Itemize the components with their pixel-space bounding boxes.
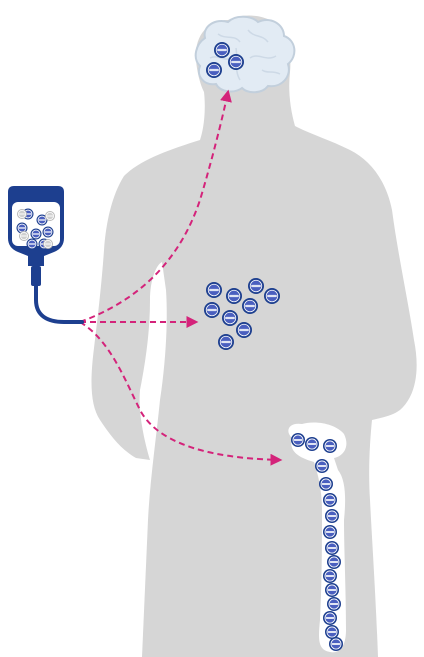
- nanoparticle-icon: [323, 611, 337, 625]
- nanoparticle-icon: [222, 310, 238, 326]
- particle-band: [209, 289, 219, 291]
- particle-band: [221, 341, 231, 343]
- nanoparticle-icon: [43, 227, 54, 238]
- particle-band: [318, 465, 326, 467]
- particle-band: [45, 243, 51, 244]
- silhouette-body: [92, 16, 417, 657]
- nanoparticle-icon: [228, 54, 244, 70]
- nanoparticle-icon: [327, 597, 341, 611]
- nanoparticle-icon: [325, 583, 339, 597]
- particle-band: [330, 561, 338, 563]
- particle-band: [231, 61, 241, 63]
- nanoparticle-icon: [323, 525, 337, 539]
- particle-band: [217, 49, 227, 51]
- particle-band: [21, 235, 27, 236]
- particle-band: [328, 631, 336, 633]
- particle-band: [330, 603, 338, 605]
- particle-band: [19, 227, 26, 229]
- nanoparticle-icon: [248, 278, 264, 294]
- particle-band: [45, 231, 52, 233]
- particle-band: [326, 531, 334, 533]
- nanoparticle-icon: [291, 433, 305, 447]
- iv-bag-icon: [8, 186, 82, 322]
- particle-band: [308, 443, 316, 445]
- nanoparticle-icon: [236, 322, 252, 338]
- particle-band: [245, 305, 255, 307]
- particle-band: [326, 617, 334, 619]
- particle-band: [326, 499, 334, 501]
- nanoparticle-icon: [325, 509, 339, 523]
- nanoparticle-icon: [327, 555, 341, 569]
- brain-icon: [196, 17, 295, 93]
- particle-band: [33, 233, 40, 235]
- nanoparticle-icon: [315, 459, 329, 473]
- particle-band: [267, 295, 277, 297]
- particle-band: [47, 215, 53, 216]
- particle-band: [328, 589, 336, 591]
- particle-band: [251, 285, 261, 287]
- brain-shape: [196, 17, 295, 93]
- particle-band: [239, 329, 249, 331]
- nanoparticle-icon: [27, 239, 38, 250]
- iv-bag-drip-chamber: [31, 266, 41, 286]
- particle-band: [29, 243, 36, 245]
- nanoparticle-icon: [206, 282, 222, 298]
- iv-tube: [36, 286, 82, 322]
- particle-band: [332, 643, 340, 645]
- nanoparticle-icon: [206, 62, 222, 78]
- particle-band: [326, 445, 334, 447]
- particle-band: [294, 439, 302, 441]
- particle-band: [328, 515, 336, 517]
- nanoparticle-icon: [204, 302, 220, 318]
- nanoparticle-icon: [305, 437, 319, 451]
- nanoparticle-icon: [218, 334, 234, 350]
- particle-band: [209, 69, 219, 71]
- nanoparticle-icon: [323, 569, 337, 583]
- inactive-particle-icon: [45, 211, 55, 221]
- particle-band: [322, 483, 330, 485]
- nanoparticle-icon: [323, 439, 337, 453]
- iv-bag-neck: [28, 256, 44, 266]
- inactive-particle-icon: [19, 231, 29, 241]
- nanoparticle-icon: [329, 637, 343, 651]
- inactive-particle-icon: [43, 239, 53, 249]
- nanoparticle-icon: [325, 625, 339, 639]
- nanoparticle-icon: [264, 288, 280, 304]
- nanoparticle-icon: [214, 42, 230, 58]
- inactive-particle-icon: [17, 209, 27, 219]
- particle-band: [229, 295, 239, 297]
- human-silhouette: [92, 16, 417, 657]
- nanoparticle-icon: [319, 477, 333, 491]
- particle-band: [326, 575, 334, 577]
- nanoparticle-icon: [323, 493, 337, 507]
- particle-band: [39, 219, 46, 221]
- nanoparticle-icon: [242, 298, 258, 314]
- particle-band: [328, 547, 336, 549]
- nanoparticle-icon: [325, 541, 339, 555]
- nanoparticle-icon: [226, 288, 242, 304]
- particle-band: [207, 309, 217, 311]
- particle-band: [225, 317, 235, 319]
- nanoparticle-icon: [31, 229, 42, 240]
- particle-band: [19, 213, 25, 214]
